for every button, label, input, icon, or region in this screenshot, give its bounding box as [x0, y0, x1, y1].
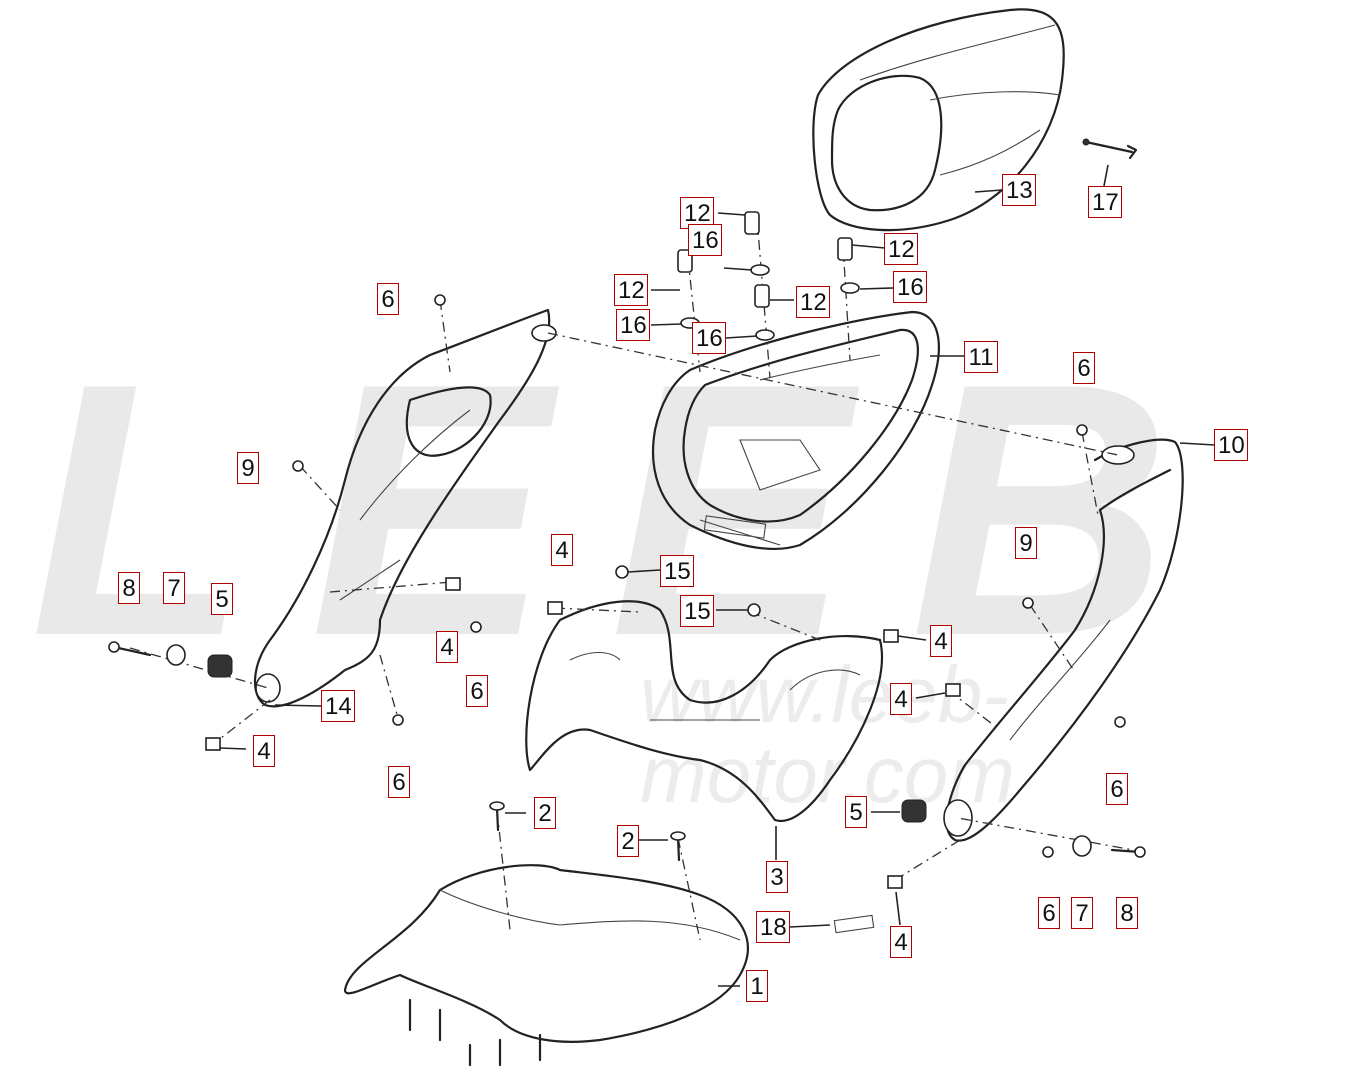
callout-16-right: 16 — [893, 271, 927, 303]
callout-12-top: 12 — [680, 197, 714, 229]
rear-seat-cowl — [812, 8, 1065, 232]
hardware — [108, 211, 1146, 889]
callout-10: 10 — [1214, 429, 1248, 461]
callout-3: 3 — [766, 861, 788, 893]
callout-2-left: 2 — [534, 797, 556, 829]
callout-6-right-lower: 6 — [1038, 897, 1060, 929]
callout-16-top: 16 — [688, 224, 722, 256]
callout-6-left-lower: 6 — [388, 766, 410, 798]
callout-4-center: 4 — [551, 534, 573, 566]
callout-16-middle: 16 — [692, 322, 726, 354]
callout-6-top-left: 6 — [377, 283, 399, 315]
callout-12-middle: 12 — [796, 286, 830, 318]
left-grab-rail — [253, 308, 557, 708]
callout-15-lower: 15 — [680, 595, 714, 627]
callout-4-left-lower: 4 — [253, 735, 275, 767]
under-tray — [525, 600, 884, 823]
leader-lines — [219, 164, 1216, 987]
callout-1: 1 — [746, 970, 768, 1002]
callout-4-right-upper: 4 — [930, 625, 952, 657]
callout-13: 13 — [1002, 174, 1036, 206]
callout-9-right: 9 — [1015, 527, 1037, 559]
callout-14: 14 — [321, 690, 355, 722]
callout-18: 18 — [756, 911, 790, 943]
callout-6-right-middle: 6 — [1106, 773, 1128, 805]
callout-15-upper: 15 — [660, 555, 694, 587]
main-seat — [343, 864, 749, 1067]
callout-6-top-right: 6 — [1073, 352, 1095, 384]
callout-12-left: 12 — [614, 274, 648, 306]
callout-12-right: 12 — [884, 233, 918, 265]
callout-8-right: 8 — [1116, 897, 1138, 929]
callout-16-left: 16 — [616, 309, 650, 341]
callout-4-left-upper: 4 — [436, 631, 458, 663]
callout-5-left: 5 — [211, 583, 233, 615]
callout-5-right: 5 — [845, 796, 867, 828]
right-grab-rail — [943, 438, 1184, 842]
callout-17: 17 — [1088, 186, 1122, 218]
rod-part — [1082, 138, 1138, 160]
seat-frame — [651, 310, 940, 551]
callout-7-right: 7 — [1071, 897, 1093, 929]
callout-11: 11 — [964, 341, 998, 373]
callout-7-left: 7 — [163, 572, 185, 604]
pad-part — [833, 914, 875, 934]
callout-4-right-lower: 4 — [890, 926, 912, 958]
callout-4-right-middle: 4 — [890, 683, 912, 715]
callout-6-left-middle: 6 — [466, 675, 488, 707]
callout-9-left: 9 — [237, 452, 259, 484]
callout-2-right: 2 — [617, 825, 639, 857]
callout-8-left: 8 — [118, 572, 140, 604]
